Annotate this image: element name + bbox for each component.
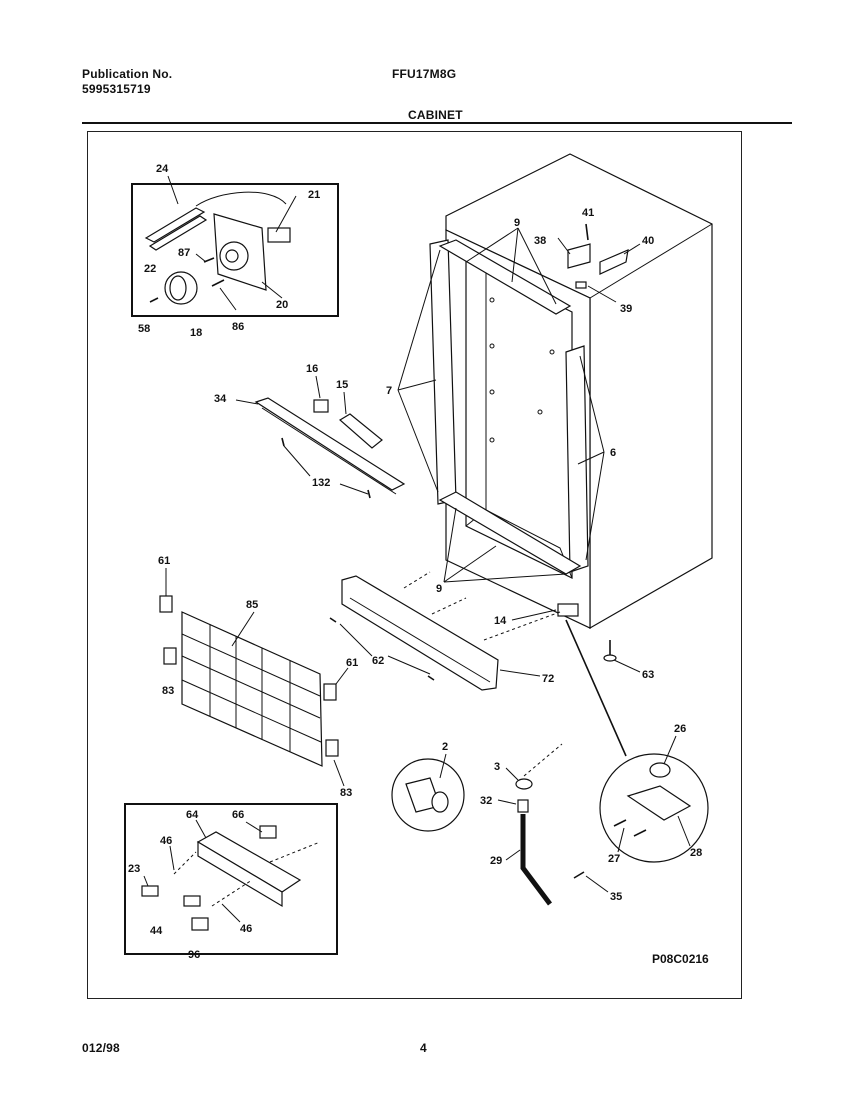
- clip-61-right: [323, 683, 337, 701]
- callout-23: 23: [128, 863, 140, 875]
- footer-page-number: 4: [420, 1041, 427, 1055]
- thermostat-16: [313, 399, 329, 413]
- rail-22b: [148, 215, 208, 251]
- callout-44: 44: [150, 925, 163, 937]
- callout-35: 35: [610, 891, 622, 903]
- hinge-39: [575, 281, 587, 289]
- callout-9-bottom: 9: [436, 583, 442, 595]
- clip-61-left: [159, 595, 173, 613]
- clip-83-left: [163, 647, 177, 665]
- switch-23: [141, 885, 159, 897]
- footer-date-code: 012/98: [82, 1041, 120, 1055]
- gasket-9-bottom: [438, 491, 582, 575]
- gasket-9-top: [438, 239, 572, 315]
- callout-61-left: 61: [158, 555, 170, 567]
- cabinet-body: 9 41 38 40 39 7 6 9 14 63: [386, 153, 713, 681]
- control-housing-inset: 64 66 46 23 44 46 96: [124, 803, 338, 961]
- fitting-32: [517, 799, 529, 813]
- fan-assembly-inset: 24 21 87 22 20 58 18 86: [131, 163, 339, 339]
- heater-15: [338, 413, 383, 449]
- callout-39: 39: [620, 303, 632, 315]
- callout-86: 86: [232, 321, 244, 333]
- inset-box-fan: [131, 183, 339, 317]
- screw-41: [585, 223, 589, 241]
- callout-32: 32: [480, 795, 492, 807]
- callout-16: 16: [306, 363, 318, 375]
- drain-trough-assembly: 34 16 15 132: [214, 363, 406, 499]
- callout-20: 20: [276, 299, 288, 311]
- trough-34: [254, 397, 406, 491]
- knob-44: [183, 895, 201, 907]
- callout-7: 7: [386, 385, 392, 397]
- callout-29: 29: [490, 855, 502, 867]
- drawing-code: P08C0216: [652, 952, 709, 966]
- gasket-6: [565, 345, 589, 573]
- model-number: FFU17M8G: [392, 67, 457, 81]
- callout-41: 41: [582, 207, 594, 219]
- callout-34: 34: [214, 393, 227, 405]
- callout-62: 62: [372, 655, 384, 667]
- callout-22: 22: [144, 263, 156, 275]
- callout-132: 132: [312, 477, 330, 489]
- section-title: CABINET: [408, 108, 463, 122]
- kick-plate-assembly: 62 72: [329, 571, 561, 691]
- callout-83-right: 83: [340, 787, 352, 799]
- grille-85: [181, 611, 323, 767]
- callout-15: 15: [336, 379, 348, 391]
- callout-38: 38: [534, 235, 546, 247]
- callout-2: 2: [442, 741, 448, 753]
- kick-plate-72: [341, 575, 499, 691]
- diagram-frame: [87, 131, 742, 999]
- callout-9-top: 9: [514, 217, 520, 229]
- screw-27b: [633, 829, 647, 837]
- grille-assembly: 61 85 83 61 83: [158, 555, 358, 799]
- callout-26: 26: [674, 723, 686, 735]
- publication-label: Publication No.: [82, 67, 173, 81]
- callout-40: 40: [642, 235, 654, 247]
- callout-64: 64: [186, 809, 199, 821]
- hinge-40: [599, 249, 629, 275]
- callout-72: 72: [542, 673, 554, 685]
- hinge-14: [557, 603, 579, 617]
- callout-63: 63: [642, 669, 654, 681]
- rail-22: [144, 207, 206, 243]
- publication-number: 5995315719: [82, 82, 151, 96]
- callout-61-right: 61: [346, 657, 358, 669]
- thermostat-66: [259, 825, 277, 839]
- clip-83-right: [325, 739, 339, 757]
- connector-21: [267, 227, 291, 243]
- drain-hose-29: [520, 814, 552, 906]
- inset-box-control: [124, 803, 338, 955]
- callout-85: 85: [246, 599, 258, 611]
- knob-96: [191, 917, 209, 931]
- callout-27: 27: [608, 853, 620, 865]
- screw-27a: [613, 819, 627, 827]
- screw-58: [149, 297, 159, 303]
- bottom-hinge-detail: 26 27 28: [565, 619, 709, 865]
- callout-18: 18: [190, 327, 202, 339]
- callout-14: 14: [494, 615, 507, 627]
- header-rule: [82, 122, 792, 124]
- callout-6: 6: [610, 447, 616, 459]
- callout-87: 87: [178, 247, 190, 259]
- callout-21: 21: [308, 189, 320, 201]
- callout-46-bottom: 46: [240, 923, 252, 935]
- callout-46-top: 46: [160, 835, 172, 847]
- callout-24: 24: [156, 163, 169, 175]
- hinge-38: [567, 243, 591, 269]
- drain-fitting-detail: 2: [391, 741, 465, 832]
- plug-3: [515, 778, 533, 790]
- drain-hose-assembly: 3 32 29 35: [480, 743, 622, 906]
- callout-83-left: 83: [162, 685, 174, 697]
- callout-66: 66: [232, 809, 244, 821]
- callout-3: 3: [494, 761, 500, 773]
- clamp-35: [573, 871, 585, 879]
- callout-96: 96: [188, 949, 200, 961]
- callout-28: 28: [690, 847, 702, 859]
- screw-86: [211, 279, 225, 287]
- bushing-26: [649, 762, 671, 778]
- callout-58: 58: [138, 323, 150, 335]
- hinge-bracket-28: [626, 785, 692, 821]
